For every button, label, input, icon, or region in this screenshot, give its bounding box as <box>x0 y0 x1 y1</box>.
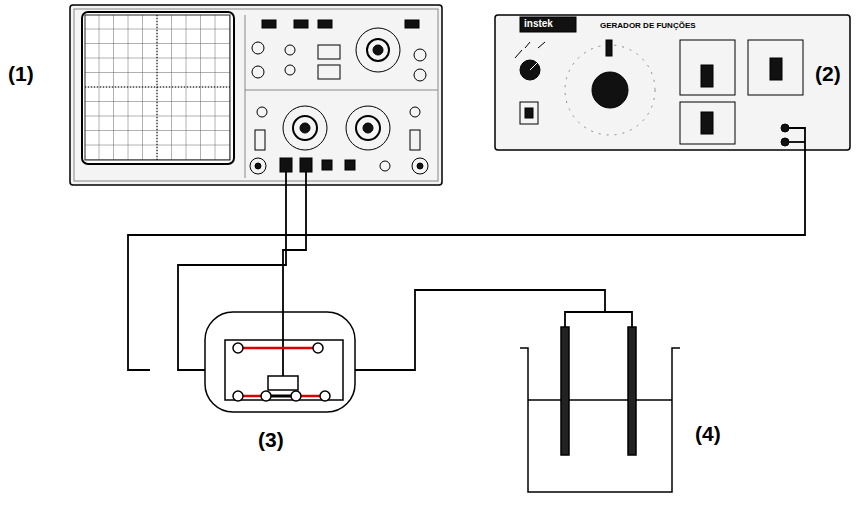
callout-number: (3) <box>258 428 284 452</box>
callout-number: (4) <box>695 422 721 446</box>
connecting-wires <box>128 128 805 376</box>
breadboard <box>205 312 355 412</box>
function-generator <box>495 15 850 150</box>
instrument-title: GERADOR DE FUNÇÕES <box>600 21 696 30</box>
callout-number: (1) <box>8 62 34 86</box>
electrochemical-cell <box>520 327 680 492</box>
callout-number: (2) <box>815 62 841 86</box>
oscilloscope <box>70 5 442 185</box>
brand-label: instek <box>524 18 553 29</box>
